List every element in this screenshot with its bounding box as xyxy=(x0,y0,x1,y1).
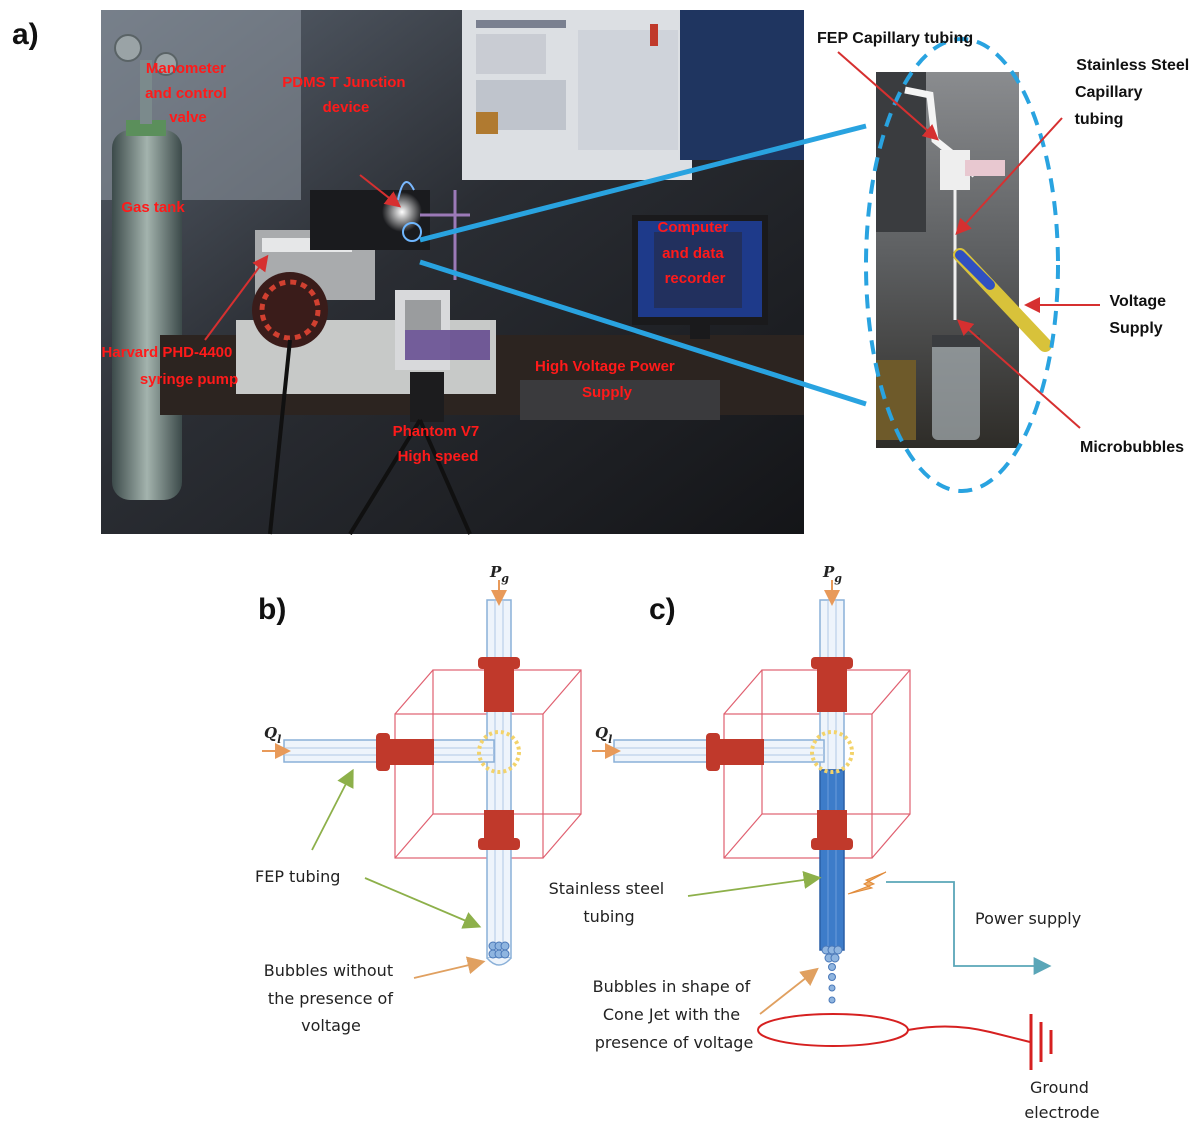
bubbles-without-voltage-label: Bubbles without the presence of voltage xyxy=(264,961,398,1035)
ground-electrode-label: Ground electrode xyxy=(1024,1078,1099,1122)
computer-label: Computer and data recorder xyxy=(657,219,732,287)
stainless-steel-tubing-label: Stainless steel tubing xyxy=(549,879,670,926)
diagram-b xyxy=(262,580,582,979)
zoom-line-top xyxy=(419,123,867,243)
bubbles-b xyxy=(488,941,510,959)
voltage-supply-label: Voltage Supply xyxy=(1109,293,1170,337)
fitting-top-c xyxy=(811,657,853,669)
power-supply-label: Power supply xyxy=(975,909,1081,928)
harvard-pump-label: Harvard PHD-4400 syringe pump xyxy=(101,344,238,388)
diagram-c xyxy=(592,580,1053,1070)
lab-setup-photo xyxy=(101,10,804,536)
fitting-top-b xyxy=(478,657,520,669)
ql-label-c: Ql xyxy=(595,724,612,746)
ql-label-b: Ql xyxy=(264,724,281,746)
fitting-left-b xyxy=(376,733,390,771)
pg-label-b: Pg xyxy=(489,563,509,585)
ground-symbol-icon xyxy=(1029,1014,1053,1070)
fep-tubing-label: FEP tubing xyxy=(255,867,340,886)
zoom-photo xyxy=(876,72,1052,448)
panel-label-a: a) xyxy=(12,18,39,51)
fitting-left-c xyxy=(706,733,720,771)
pdms-label: PDMS T Junction device xyxy=(282,74,410,116)
hv-supply-label: High Voltage Power Supply xyxy=(535,358,679,401)
junction-highlight-c xyxy=(810,730,854,774)
fep-capillary-label: FEP Capillary tubing xyxy=(817,30,973,47)
power-supply-line xyxy=(886,881,1052,975)
panel-label-c: c) xyxy=(649,593,676,626)
lightning-icon xyxy=(847,871,887,895)
fitting-bottom-c xyxy=(811,838,853,850)
microbubbles-label: Microbubbles xyxy=(1080,439,1184,456)
vertical-tube-b xyxy=(486,599,512,959)
fitting-bottom-b xyxy=(478,838,520,850)
zoom-line-bottom xyxy=(419,259,867,407)
gas-tank-shape xyxy=(112,130,182,500)
zoom-ellipse xyxy=(864,37,1060,493)
panel-label-b: b) xyxy=(258,593,286,626)
bubbles-cone-jet-label: Bubbles in shape of Cone Jet with the pr… xyxy=(593,977,756,1052)
stainless-steel-tube-c xyxy=(819,769,845,951)
manometer-label: Manometer and control valve xyxy=(145,60,231,126)
ground-electrode-ring xyxy=(757,1013,909,1047)
gas-tank-label: Gas tank xyxy=(121,199,185,216)
ground-wire xyxy=(907,1025,1031,1043)
pg-label-c: Pg xyxy=(822,563,842,585)
phantom-camera-label: Phantom V7 High speed xyxy=(393,423,484,465)
junction-highlight-b xyxy=(477,730,521,774)
stainless-capillary-label: Stainless Steel Capillary tubing xyxy=(1075,57,1194,128)
cone-jet-bubbles-c xyxy=(821,945,843,1004)
